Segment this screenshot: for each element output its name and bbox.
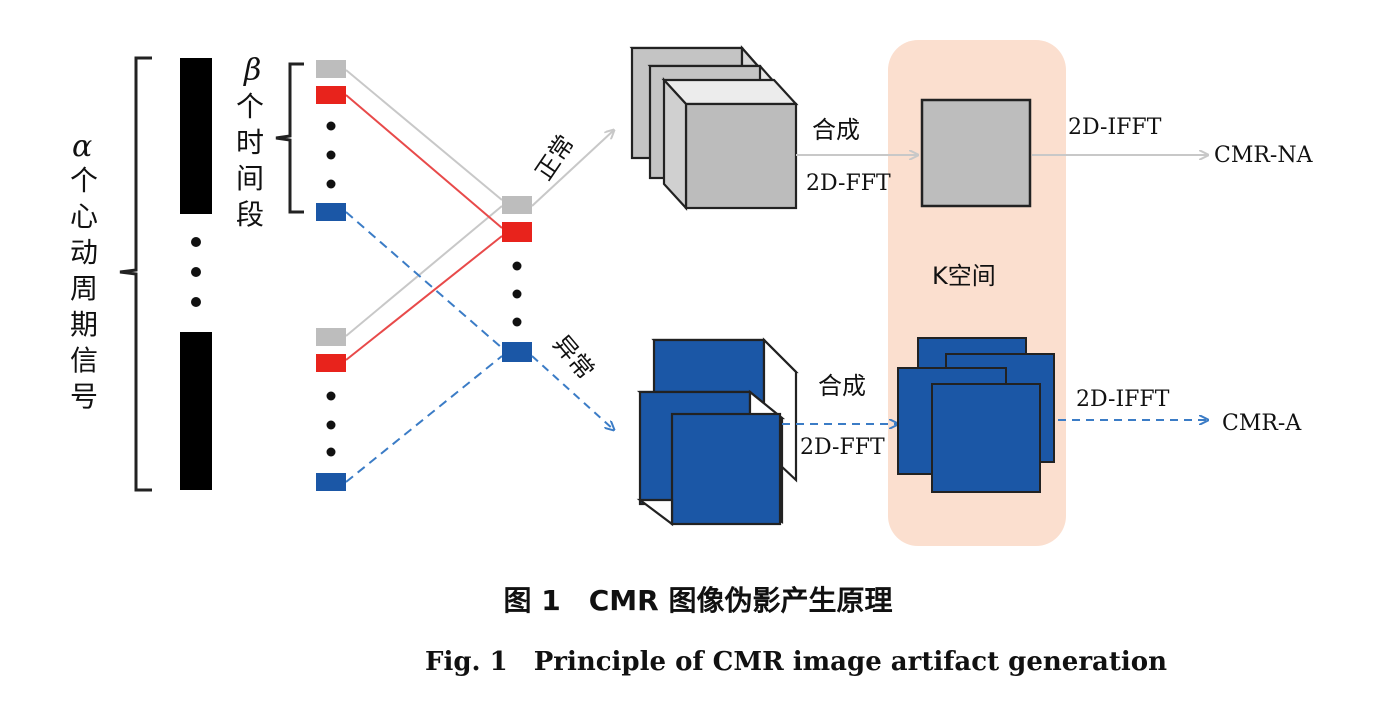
svg-text:个: 个 [236, 90, 264, 123]
synth-bottom-label: 合成 [818, 372, 866, 400]
segment-gray [316, 60, 346, 78]
output-bottom-label: CMR-A [1222, 411, 1302, 436]
cardiac-signal-bar [180, 332, 212, 490]
svg-text:段: 段 [236, 198, 264, 231]
dot [512, 261, 522, 271]
connector-gray [345, 69, 503, 201]
connector-gray [345, 205, 503, 337]
dot [326, 179, 336, 189]
alpha-symbol: α [72, 129, 92, 164]
segment-gray [316, 328, 346, 346]
merged-red [502, 222, 532, 242]
normal-image-stack [629, 45, 799, 211]
ifft-bottom-label: 2D-IFFT [1076, 387, 1170, 412]
normal-branch-arrow [531, 130, 614, 207]
segment-blue [316, 203, 346, 221]
fft-bottom-label: 2D-FFT [800, 435, 885, 460]
svg-text:心: 心 [70, 200, 98, 233]
alpha-label: 个 心 动 周 期 信 号 [70, 164, 98, 413]
segment-red [316, 86, 346, 104]
merged-blue [502, 342, 532, 362]
dot [326, 121, 336, 131]
kspace-label: K空间 [932, 262, 996, 290]
connector-red [345, 94, 503, 229]
kspace-normal [920, 98, 1032, 208]
normal-branch-label: 正常 [530, 130, 580, 185]
merged-gray [502, 196, 532, 214]
svg-text:信: 信 [70, 344, 98, 377]
segment-blue [316, 473, 346, 491]
alpha-bracket [119, 56, 152, 492]
abnormal-image-stack [636, 337, 799, 527]
dot [326, 447, 336, 457]
caption-cn: 图 1 CMR 图像伪影产生原理 [504, 584, 893, 617]
dot [326, 150, 336, 160]
dot [191, 267, 201, 277]
synth-top-label: 合成 [812, 116, 860, 144]
svg-text:动: 动 [70, 236, 98, 269]
caption-en: Fig. 1 Principle of CMR image artifact g… [425, 647, 1167, 677]
abnormal-branch-arrow [531, 355, 614, 430]
beta-label: 个 时 间 段 [236, 90, 264, 231]
svg-text:间: 间 [236, 162, 264, 195]
beta-symbol: β [243, 53, 261, 88]
svg-text:周: 周 [70, 272, 98, 305]
segment-red [316, 354, 346, 372]
fft-top-label: 2D-FFT [806, 171, 891, 196]
dot [191, 237, 201, 247]
dot [191, 297, 201, 307]
beta-bracket [275, 62, 304, 214]
kspace-abnormal-stack [897, 337, 1055, 493]
dot [512, 317, 522, 327]
svg-text:个: 个 [70, 164, 98, 197]
dot [512, 289, 522, 299]
connector-blue [345, 211, 503, 349]
dot [326, 391, 336, 401]
svg-text:期: 期 [70, 308, 98, 341]
dot [326, 420, 336, 430]
cardiac-signal-bar [180, 58, 212, 214]
output-top-label: CMR-NA [1214, 143, 1314, 168]
svg-text:时: 时 [236, 126, 264, 159]
connector-blue [345, 355, 503, 483]
ifft-top-label: 2D-IFFT [1068, 115, 1162, 140]
svg-text:号: 号 [70, 380, 98, 413]
connector-red [345, 235, 503, 361]
